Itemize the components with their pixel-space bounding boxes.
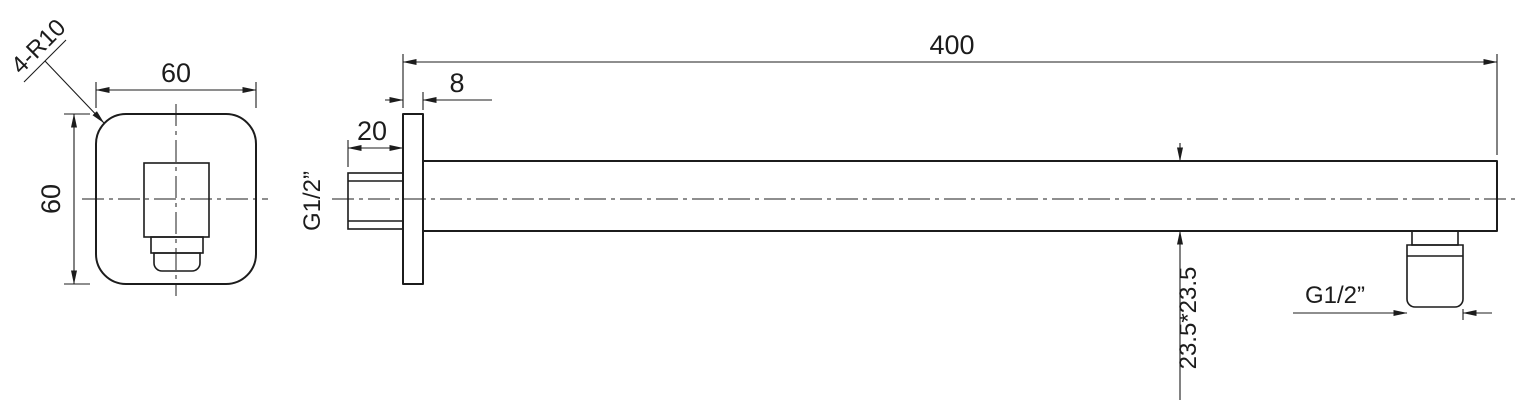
- dim-label-outlet-thread: G1/2”: [1305, 282, 1365, 309]
- outlet-cap-front: [153, 252, 201, 272]
- outlet-body: [1406, 244, 1464, 308]
- dim-label-front-height: 60: [36, 184, 66, 214]
- dim-label-front-width: 60: [161, 58, 191, 88]
- dim-label-flange-thickness: 8: [449, 68, 464, 98]
- dim-label-corner-radius: 4-R10: [6, 14, 71, 79]
- front-view: 60 60 4-R10: [6, 14, 268, 296]
- dim-label-arm-length: 400: [929, 30, 974, 60]
- dim-label-inlet-length: 20: [357, 116, 387, 146]
- outlet-neck: [1411, 230, 1459, 246]
- dim-label-inlet-thread: G1/2”: [299, 171, 326, 231]
- radius-leader-line: [44, 60, 105, 124]
- arm-body: [423, 160, 1498, 232]
- outlet-nut-front: [150, 236, 204, 254]
- dim-label-arm-section: 23.5*23.5: [1175, 267, 1202, 370]
- inlet-connector: [347, 172, 404, 230]
- side-view: 400 8 20 G1/2” 23.5*23.5 G1/2”: [299, 30, 1516, 400]
